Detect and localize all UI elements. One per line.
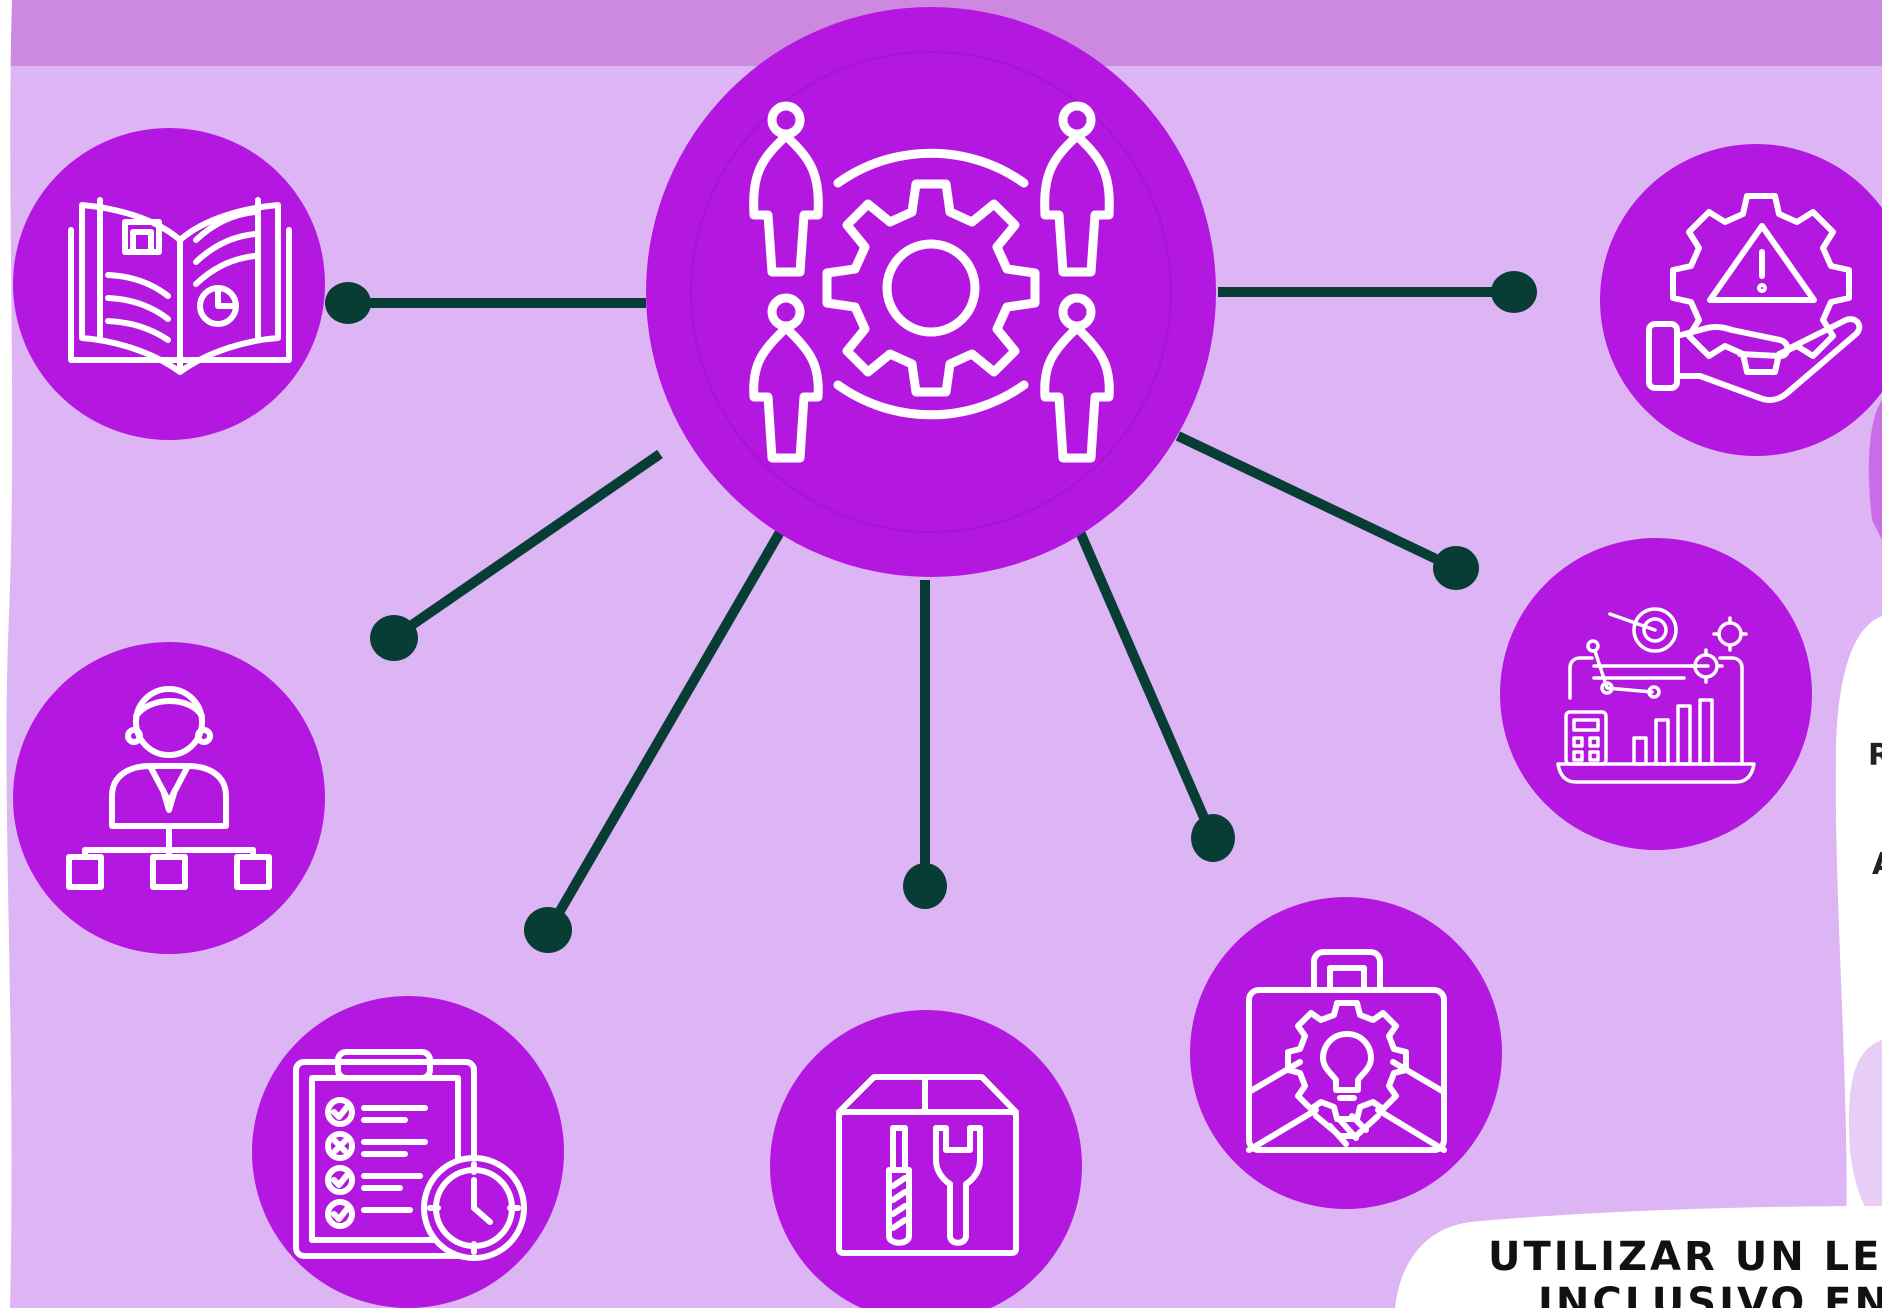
node-toolbox	[770, 1010, 1082, 1308]
hand-gear-warning-icon	[1646, 193, 1863, 404]
node-analytics-circle	[1500, 538, 1812, 850]
caption-line-1: UTILIZAR UN LENG	[1488, 1234, 1882, 1280]
right-panel-accent	[1868, 400, 1882, 540]
connector-lower-left	[544, 529, 785, 933]
node-analytics	[1500, 538, 1812, 850]
node-book	[13, 128, 325, 440]
dot-upper-left	[370, 615, 418, 661]
node-risk	[1600, 144, 1882, 456]
node-org	[13, 642, 325, 954]
connector-upper-left	[393, 449, 663, 641]
connector-lower-right	[1075, 530, 1217, 838]
connector-dots	[325, 271, 1537, 953]
dot-right	[1433, 546, 1479, 590]
org-chart-person-icon	[66, 686, 272, 890]
left-edge-decoration	[0, 0, 13, 1308]
edge-letter-r: R	[1868, 738, 1882, 773]
dot-left	[325, 282, 371, 324]
hub-inner-ring	[690, 51, 1172, 533]
open-book-report-icon	[68, 197, 292, 375]
dot-lower-left	[524, 907, 572, 953]
connectors	[350, 287, 1514, 933]
dot-lower-right	[1191, 814, 1235, 862]
node-toolbox-circle	[770, 1010, 1082, 1308]
node-briefcase	[1190, 897, 1502, 1209]
team-gear-icon	[749, 101, 1114, 463]
node-briefcase-circle	[1190, 897, 1502, 1209]
checklist-clock-icon	[293, 1049, 527, 1261]
hub-circle	[646, 7, 1216, 577]
connector-right	[1175, 431, 1458, 573]
briefcase-gear-handshake-icon	[1246, 949, 1447, 1153]
caption-panel	[1395, 1206, 1882, 1308]
caption-line-2: INCLUSIVO EN L	[1538, 1280, 1882, 1308]
hub-node	[646, 7, 1216, 577]
edge-letter-a: A	[1872, 847, 1882, 882]
node-checklist	[252, 996, 564, 1308]
laptop-analytics-icon	[1556, 607, 1756, 784]
dot-top-right	[1491, 271, 1537, 313]
toolbox-icon	[836, 1074, 1019, 1256]
right-panel-shadow	[1848, 1040, 1882, 1225]
dot-bottom	[903, 863, 947, 909]
